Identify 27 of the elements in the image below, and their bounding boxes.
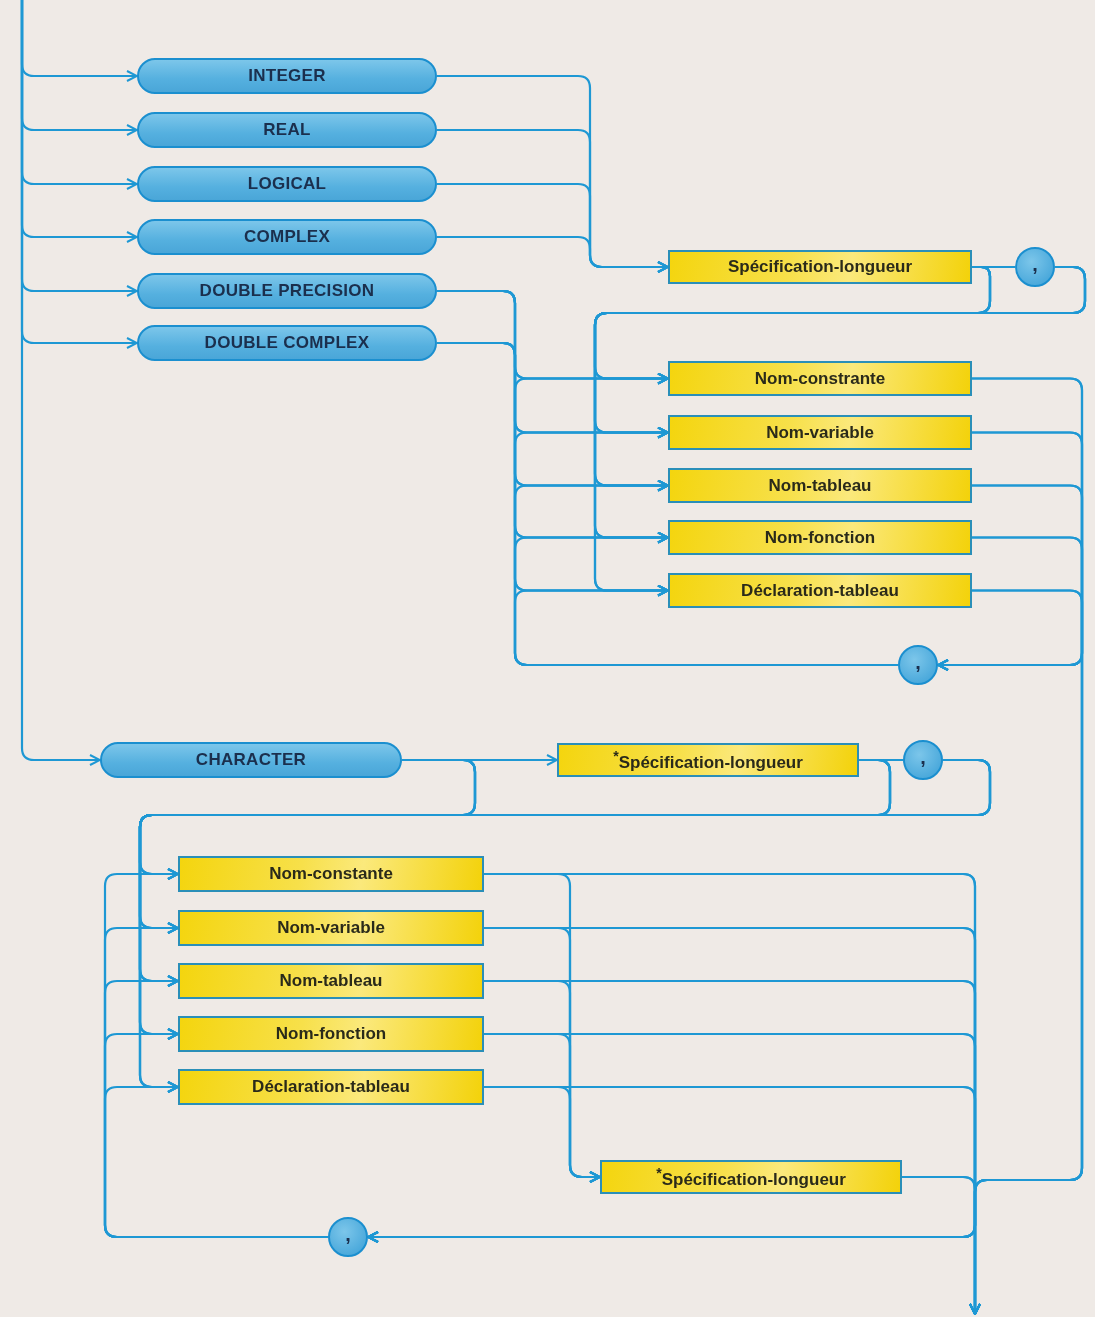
nonterminal-box: Nom-fonction (178, 1016, 484, 1052)
nonterminal-box: Nom-variable (178, 910, 484, 946)
comma-circle: , (898, 645, 938, 685)
nonterminal-box: Nom-constrante (668, 361, 972, 396)
nonterminal-box: $^{*}$Spécification-longueur (600, 1160, 902, 1194)
nonterminal-box: Déclaration-tableau (668, 573, 972, 608)
nonterminal-box: Nom-tableau (668, 468, 972, 503)
nonterminal-box: Nom-constante (178, 856, 484, 892)
nonterminal-box: Nom-tableau (178, 963, 484, 999)
comma-circle: , (1015, 247, 1055, 287)
connector-arrow (437, 235, 669, 273)
nonterminal-box: Spécification-longueur (668, 250, 972, 284)
keyword-pill: REAL (137, 112, 437, 148)
keyword-pill: CHARACTER (100, 742, 402, 778)
connector-arrow (103, 1081, 328, 1239)
comma-circle: , (328, 1217, 368, 1257)
keyword-pill: DOUBLE COMPLEX (137, 325, 437, 361)
keyword-pill: DOUBLE PRECISION (137, 273, 437, 309)
comma-circle: , (903, 740, 943, 780)
keyword-pill: LOGICAL (137, 166, 437, 202)
nonterminal-box: Déclaration-tableau (178, 1069, 484, 1105)
arrow (20, 0, 101, 766)
nonterminal-box: Nom-fonction (668, 520, 972, 555)
nonterminal-box: Nom-variable (668, 415, 972, 450)
nonterminal-box: $^{*}$Spécification-longueur (557, 743, 859, 777)
keyword-pill: COMPLEX (137, 219, 437, 255)
keyword-pill: INTEGER (137, 58, 437, 94)
